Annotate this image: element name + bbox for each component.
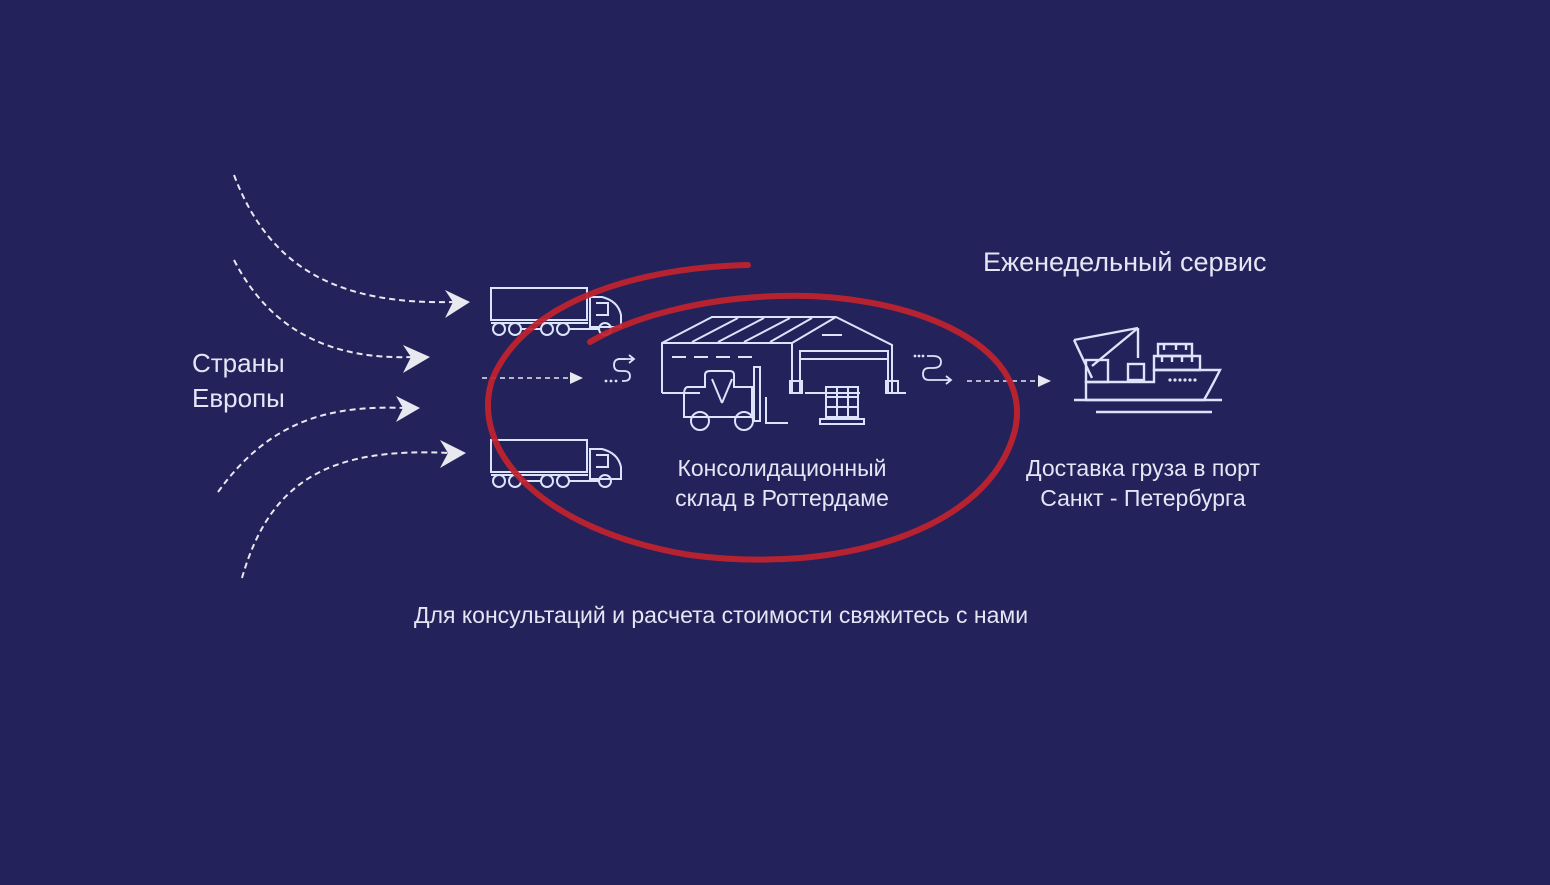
port-label: Доставка груза в порт Санкт - Петербурга xyxy=(1000,453,1286,513)
contact-cta-text: Для консультаций и расчета стоимости свя… xyxy=(414,602,1029,628)
origin-label-line2: Европы xyxy=(192,383,285,413)
service-label: Еженедельный сервис xyxy=(983,247,1267,277)
warehouse-label-line2: склад в Роттердаме xyxy=(675,485,889,511)
truck-icon xyxy=(490,439,622,488)
arrowhead-icon xyxy=(440,440,466,468)
route-icon xyxy=(604,354,636,383)
port-label-line2: Санкт - Петербурга xyxy=(1040,485,1246,511)
route-icon xyxy=(913,354,953,385)
warehouse-icon xyxy=(661,316,906,431)
arrowhead-icon xyxy=(445,290,470,318)
arrowhead-icon xyxy=(1038,375,1051,387)
warehouse-label-line1: Консолидационный xyxy=(677,455,887,481)
origin-label: Страны Европы xyxy=(192,346,285,416)
warehouse-label: Консолидационный склад в Роттердаме xyxy=(640,453,924,513)
arrowhead-icon xyxy=(403,345,430,373)
arrowhead-icon xyxy=(570,372,583,384)
origin-label-line1: Страны xyxy=(192,348,285,378)
arrowhead-icon xyxy=(396,396,420,422)
cargo-ship-icon xyxy=(1072,326,1222,414)
port-label-line1: Доставка груза в порт xyxy=(1026,455,1260,481)
